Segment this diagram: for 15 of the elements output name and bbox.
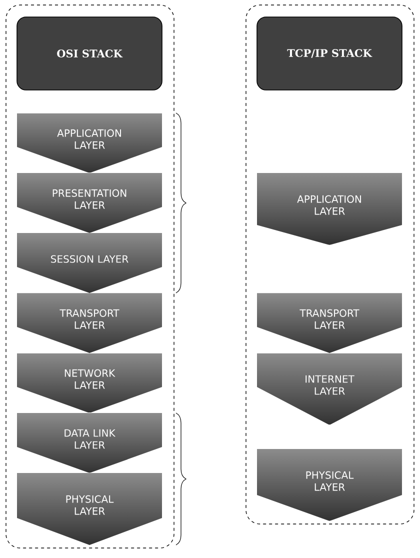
layer-chevron: INTERNET LAYER <box>306 375 354 395</box>
layer-chevron: TRANSPORT LAYER <box>60 309 120 329</box>
stack-title-box: TCP/IP STACK <box>256 16 402 90</box>
layer-chevron: NETWORK LAYER <box>64 369 116 389</box>
layer-chevron: APPLICATION LAYER <box>57 129 121 149</box>
layer-chevron: TRANSPORT LAYER <box>300 309 360 329</box>
layer-chevron: PHYSICAL LAYER <box>66 495 114 515</box>
stack-frame <box>6 4 174 548</box>
layer-chevron: PHYSICAL LAYER <box>306 471 354 491</box>
layer-chevron: APPLICATION LAYER <box>297 195 361 215</box>
layer-chevron: PRESENTATION LAYER <box>52 189 126 209</box>
layer-chevron: SESSION LAYER <box>51 255 128 263</box>
layer-chevron: DATA LINK LAYER <box>64 429 116 449</box>
stack-frame <box>246 4 414 524</box>
stack-title-box: OSI STACK <box>16 16 162 90</box>
